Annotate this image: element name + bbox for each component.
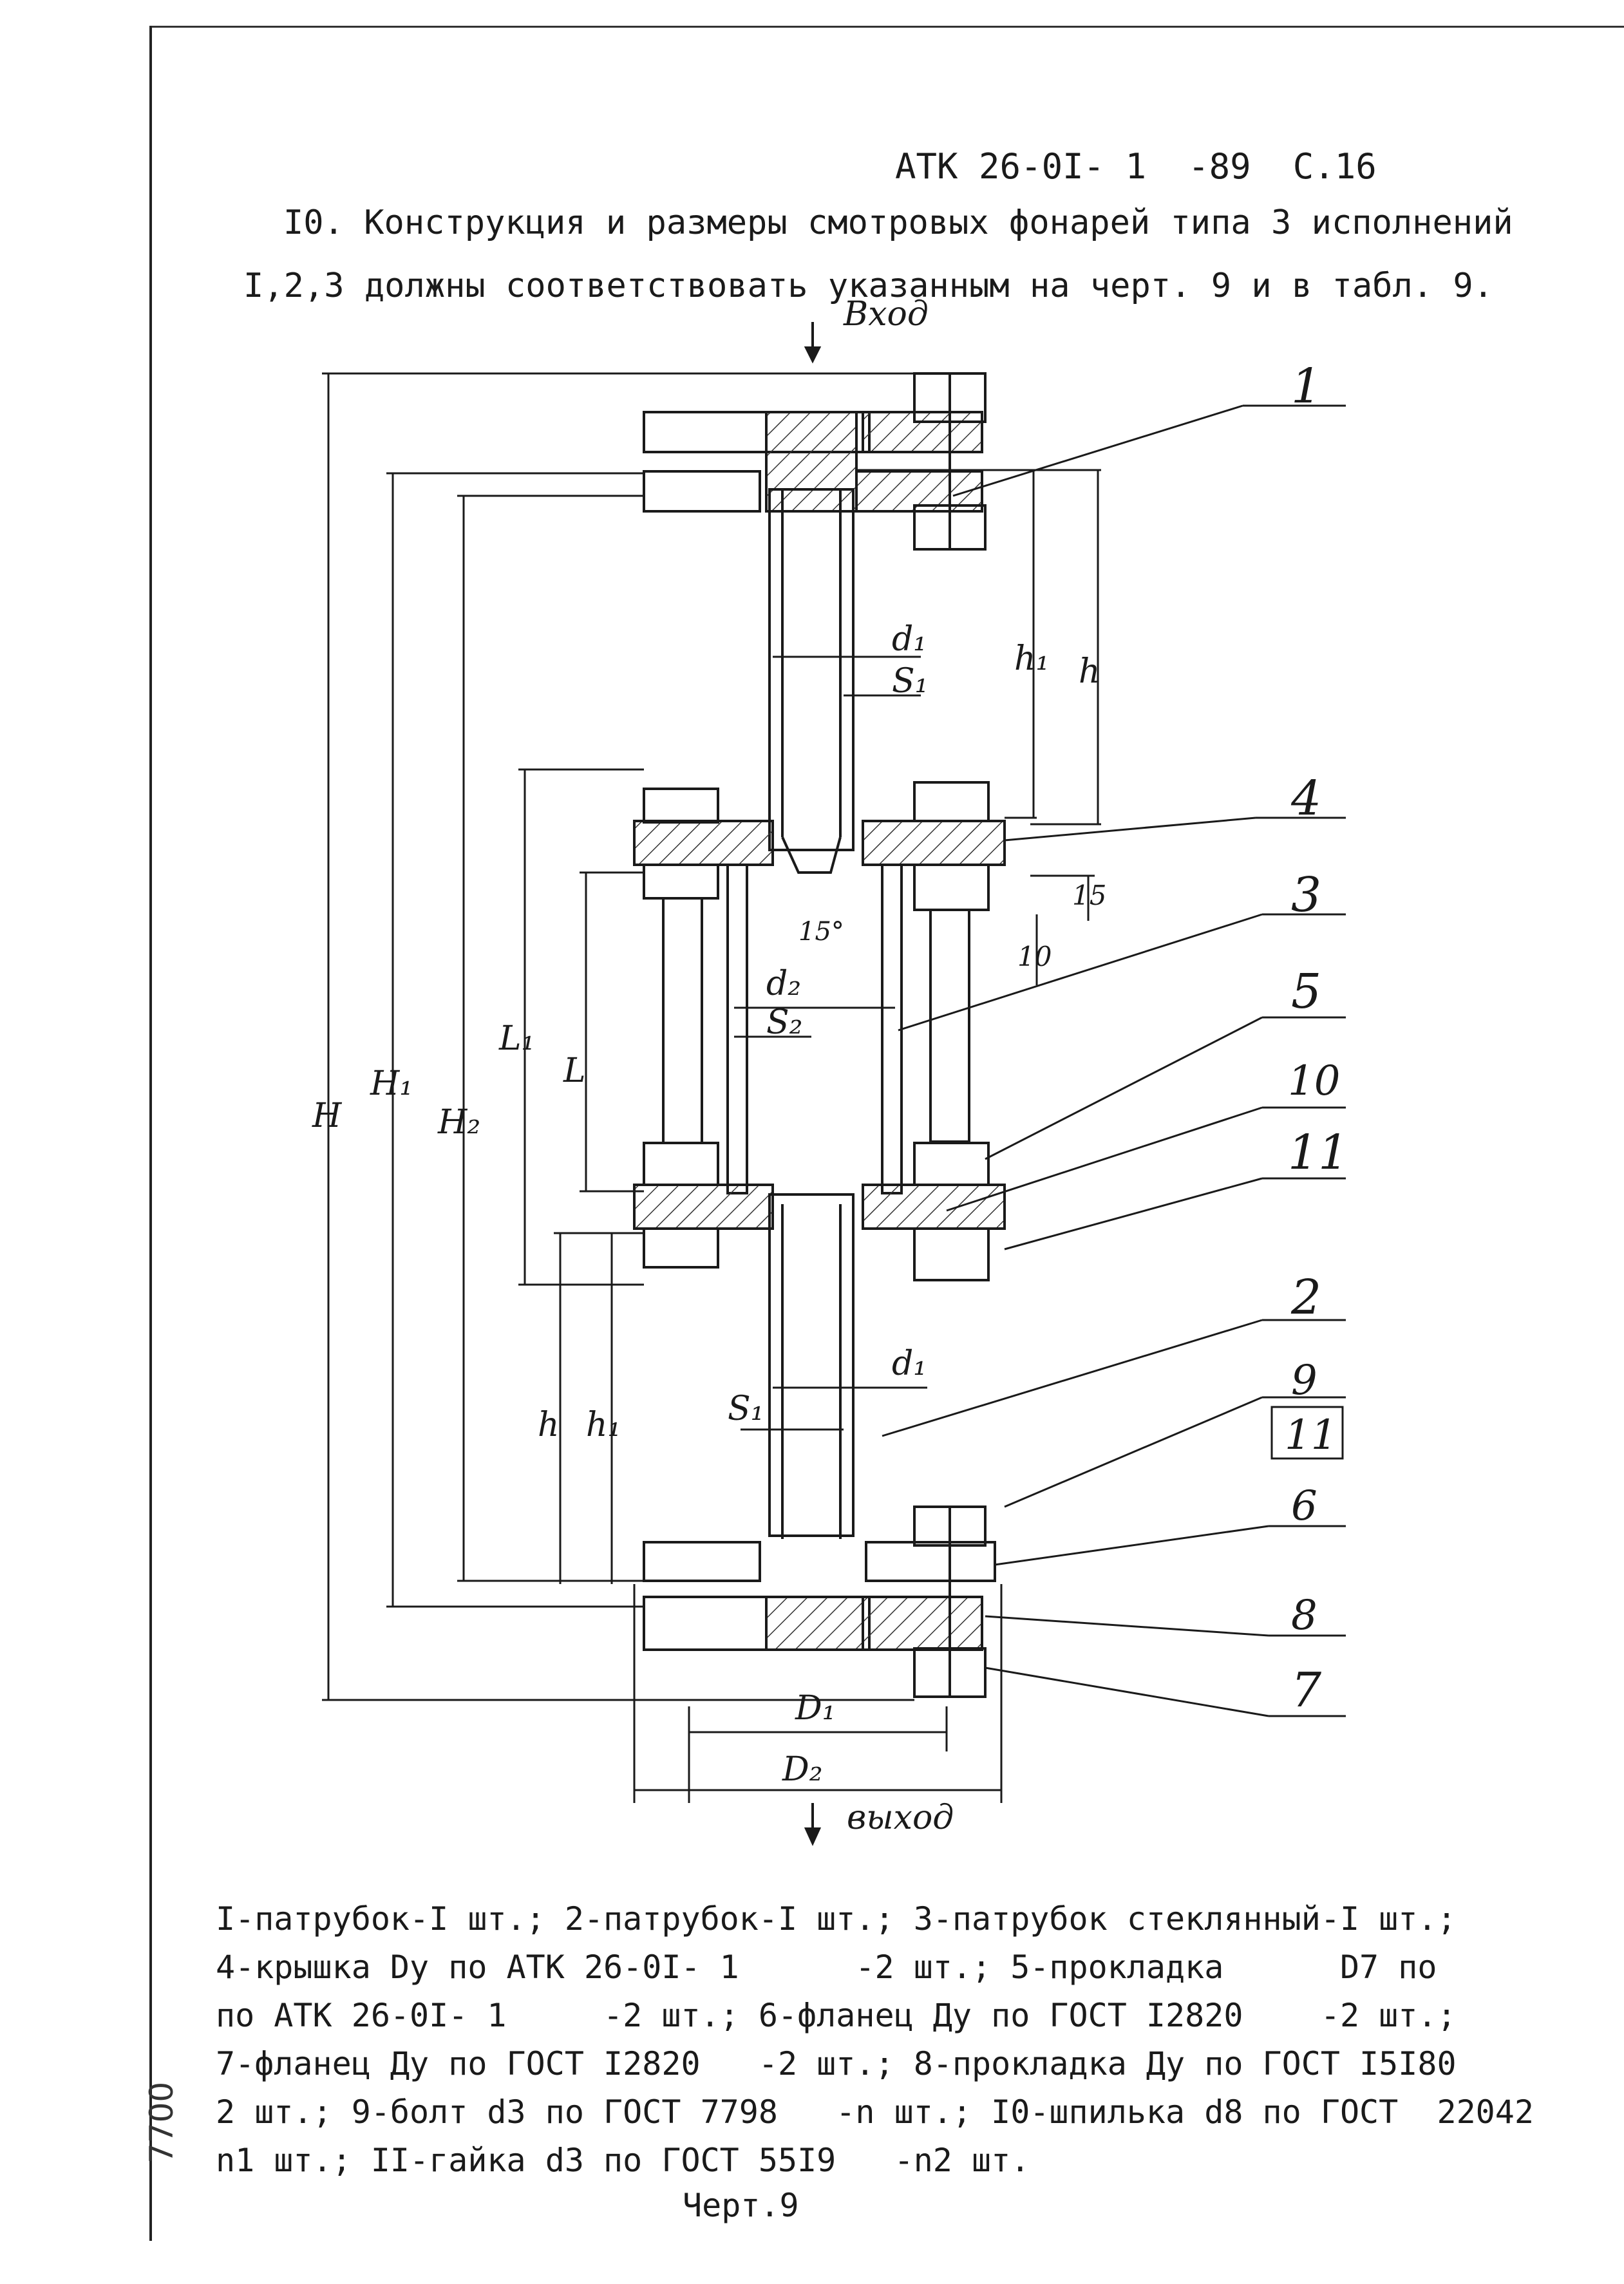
frame-top-line — [149, 26, 1624, 28]
right-stud — [929, 909, 970, 1143]
bottom-upper-flange — [643, 1541, 761, 1582]
bottom-pipe — [768, 1193, 854, 1537]
callout-2: 2 — [1290, 1270, 1321, 1325]
glass-tube-left-wall — [726, 864, 748, 1194]
callout-1: 1 — [1291, 359, 1321, 414]
dim-D2: D₂ — [782, 1750, 823, 1789]
callout-4: 4 — [1290, 771, 1321, 826]
middle-lower-flange — [633, 1184, 774, 1230]
callout-10: 10 — [1288, 1057, 1340, 1105]
dim-h-top: h — [1079, 652, 1100, 691]
heading-line-1: I0. Конструкция и размеры смотровых фона… — [283, 203, 1513, 242]
dim-d2: d₂ — [766, 965, 801, 1003]
outlet-label: выход — [847, 1798, 954, 1837]
dim-L1: L₁ — [498, 1019, 534, 1058]
callout-7: 7 — [1291, 1663, 1321, 1718]
callout-9: 9 — [1291, 1357, 1317, 1404]
glass-tube-right-wall — [881, 864, 903, 1194]
top-pipe — [768, 488, 854, 851]
dim-angle: 15° — [798, 917, 844, 947]
technical-drawing: Вход выход H H₁ H₂ L₁ L h₁ h h h₁ d₁ S₁ … — [312, 295, 1348, 1846]
dim-H: H — [312, 1097, 343, 1135]
legend-line-2: 4-крышка Dу по АТК 26-0I- 1 -2 шт.; 5-пр… — [216, 1949, 1437, 1986]
dim-H2: H₂ — [437, 1103, 480, 1142]
callout-6: 6 — [1291, 1482, 1317, 1530]
legend-line-6: n1 шт.; II-гайка d3 по ГОСТ 55I9 -n2 шт. — [216, 2142, 1030, 2179]
middle-upper-nut — [913, 781, 990, 822]
dim-h-bottom: h — [538, 1406, 560, 1444]
outlet-arrow — [804, 1827, 822, 1846]
side-stamp: 7700 — [143, 2081, 180, 2164]
legend-line-1: I-патрубок-I шт.; 2-патрубок-I шт.; 3-па… — [216, 1900, 1457, 1938]
middle-lower-nut — [913, 1142, 990, 1186]
heading-line-2: I,2,3 должны соответствовать указанным н… — [243, 267, 1494, 305]
dim-L: L — [563, 1052, 586, 1090]
dim-s1-bottom: S₁ — [728, 1390, 764, 1428]
callout-8: 8 — [1291, 1592, 1317, 1639]
callout-5: 5 — [1291, 964, 1321, 1019]
dimension-lines — [322, 372, 1101, 1803]
legend-line-5: 2 шт.; 9-болт d3 по ГОСТ 7798 -n шт.; I0… — [216, 2093, 1534, 2131]
callout-3: 3 — [1291, 867, 1321, 923]
dim-h1-top: h₁ — [1014, 639, 1049, 678]
figure-caption: Черт.9 — [683, 2187, 799, 2224]
left-stud — [662, 897, 703, 1144]
frame-left-line — [149, 26, 152, 2241]
dim-10: 10 — [1017, 941, 1052, 972]
dim-d1-top: d₁ — [892, 620, 927, 659]
dim-s2: S₂ — [766, 1003, 802, 1042]
dim-s1-top: S₁ — [892, 662, 928, 701]
dim-D1: D₁ — [795, 1689, 836, 1728]
dim-d1-bottom: d₁ — [892, 1345, 927, 1383]
legend-line-4: 7-фланец Ду по ГОСТ I2820 -2 шт.; 8-прок… — [216, 2045, 1457, 2082]
inlet-label: Вход — [843, 295, 929, 334]
callout-leaders — [882, 404, 1346, 1717]
legend-line-3: по АТК 26-0I- 1 -2 шт.; 6-фланец Ду по Г… — [216, 1997, 1457, 2034]
middle-upper-flange — [633, 820, 774, 866]
callout-11-boxed: 11 — [1285, 1411, 1337, 1459]
dim-h1-bottom: h₁ — [586, 1406, 621, 1444]
dim-H1: H₁ — [370, 1064, 413, 1103]
top-lower-flange — [643, 470, 761, 513]
callout-11: 11 — [1288, 1125, 1348, 1180]
dim-15: 15 — [1072, 880, 1106, 911]
document-reference: АТК 26-0I- 1 -89 С.16 — [895, 146, 1377, 187]
